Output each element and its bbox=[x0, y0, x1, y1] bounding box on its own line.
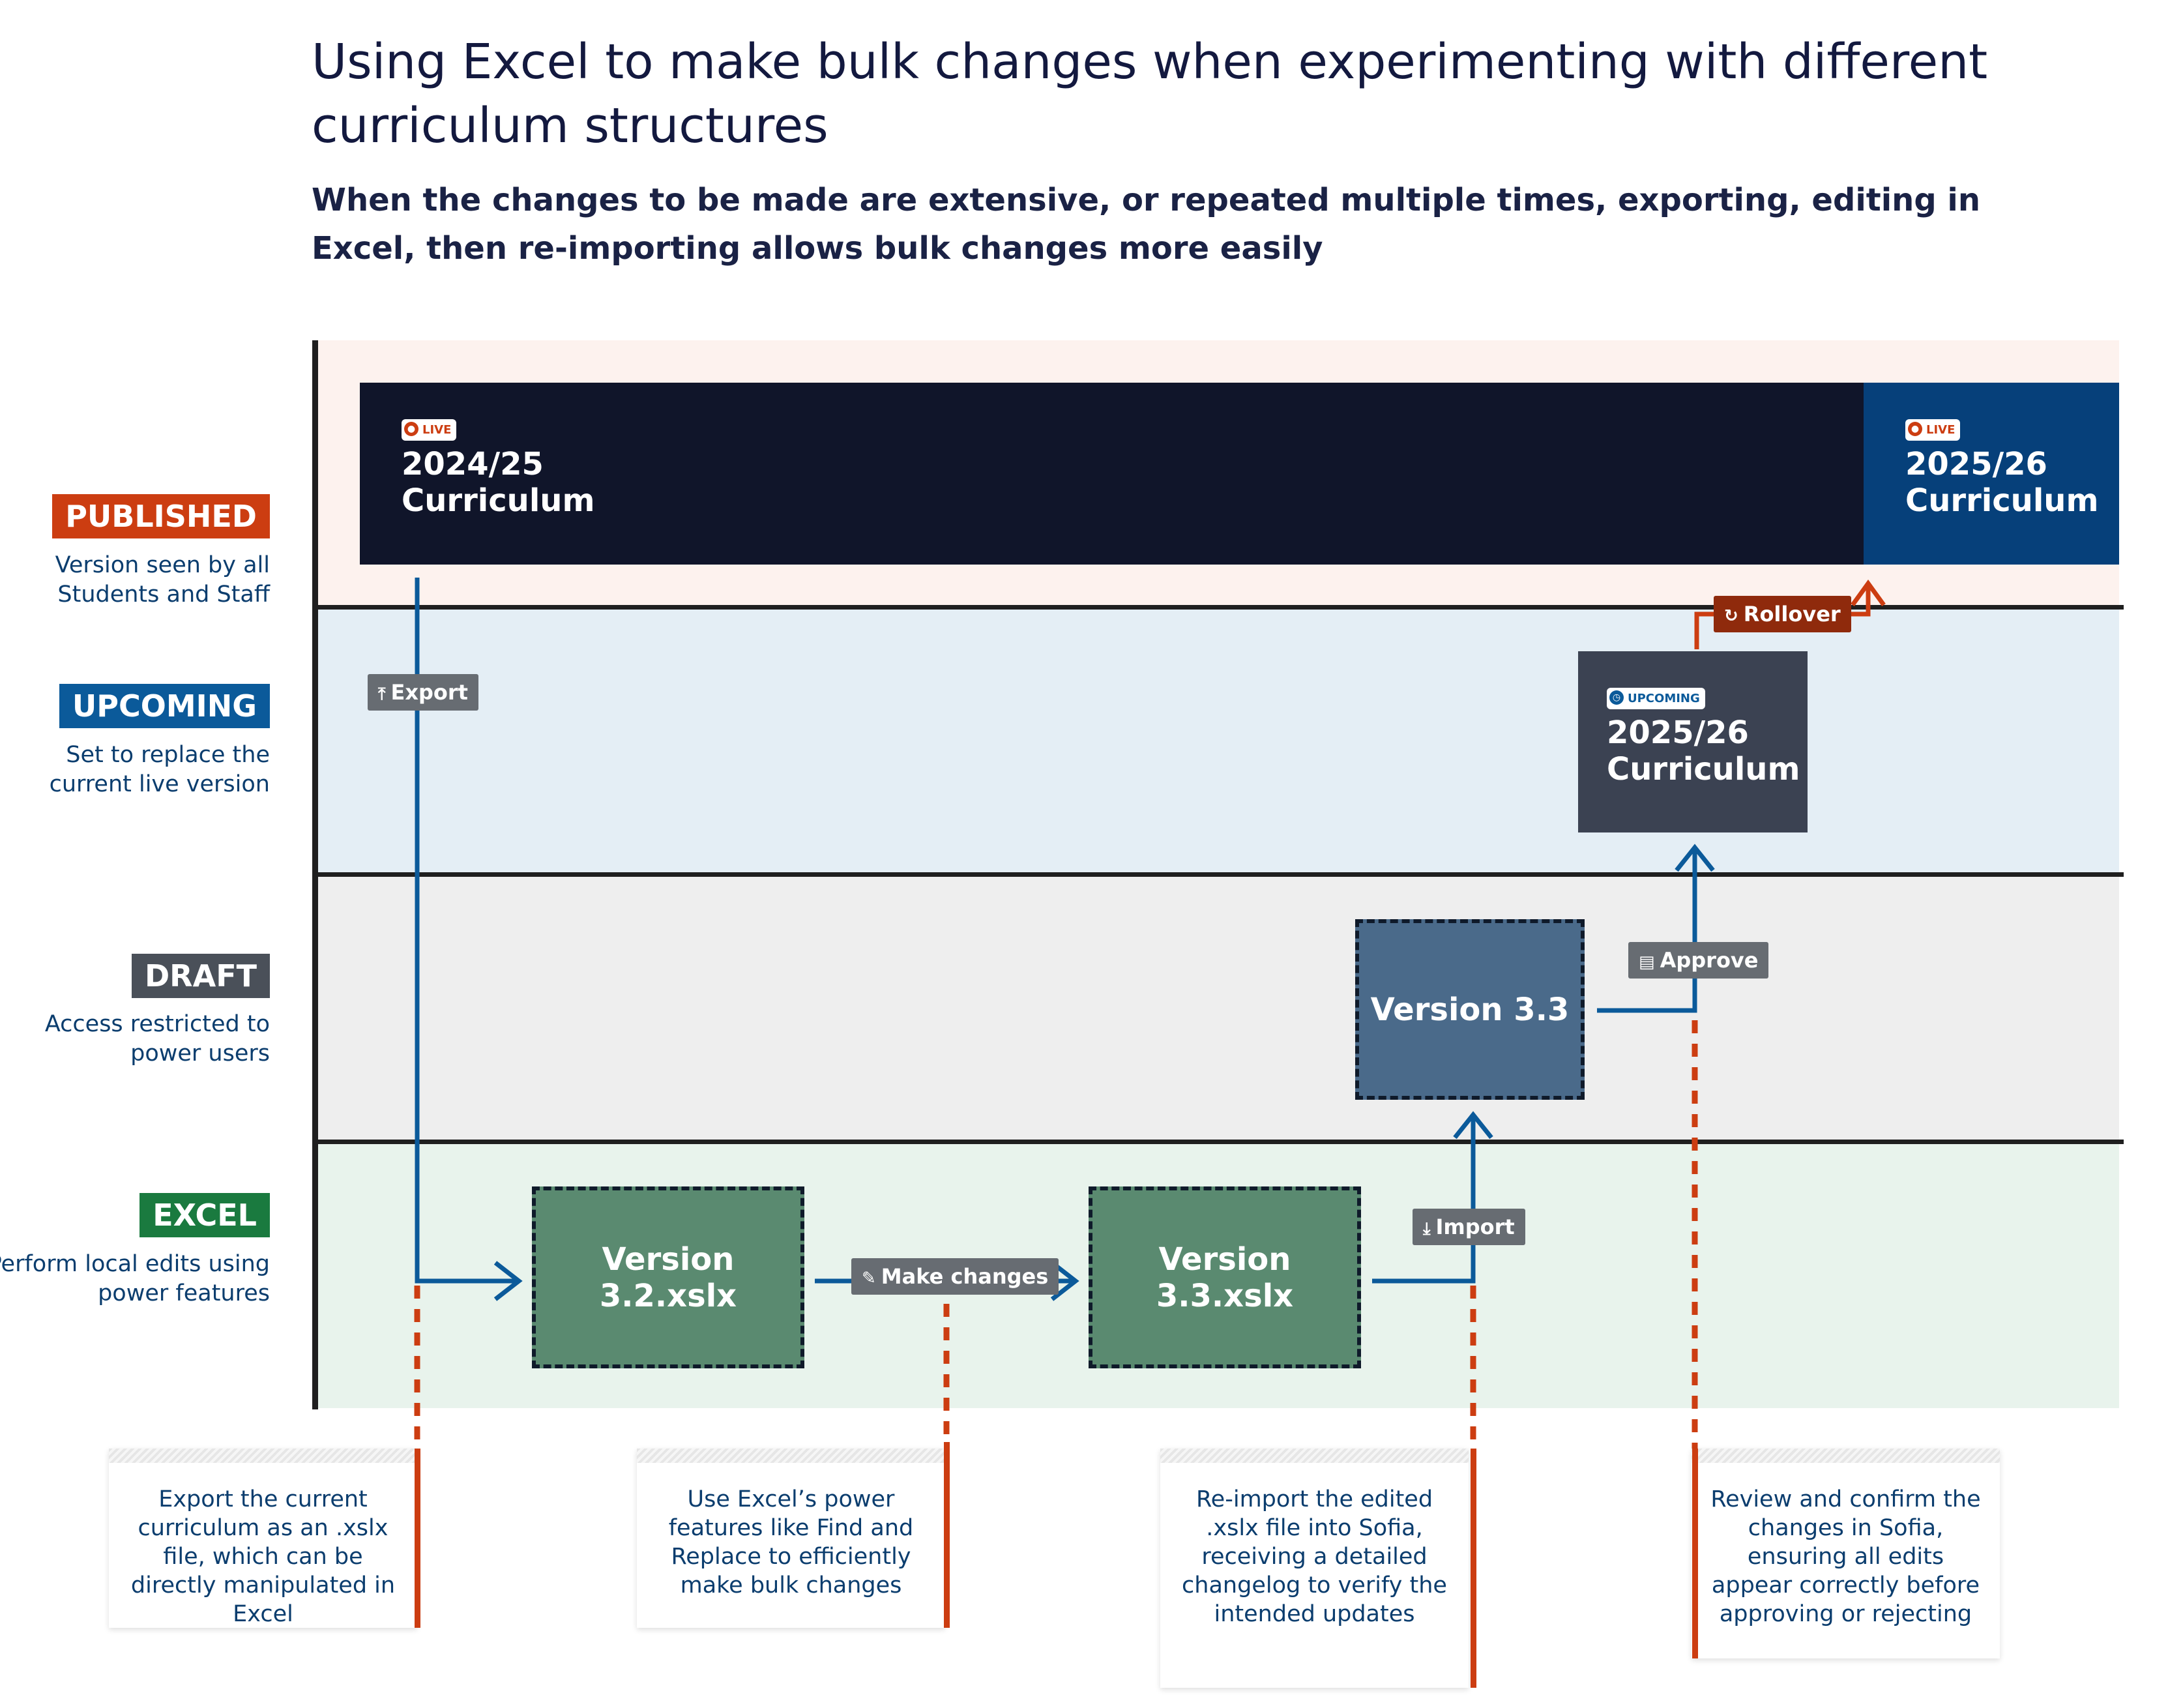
excel-desc: Perform local edits using power features bbox=[0, 1251, 270, 1306]
block-label: Curriculum bbox=[1607, 751, 1800, 788]
refresh-icon: ↻ bbox=[1724, 606, 1738, 626]
make-changes-arrowhead bbox=[1050, 1261, 1079, 1301]
block-label: Curriculum bbox=[402, 482, 595, 519]
block-year: 2024/25 bbox=[402, 446, 544, 482]
download-icon: ⤓ bbox=[1423, 1219, 1431, 1239]
note-accent bbox=[1471, 1449, 1476, 1688]
page-title: Using Excel to make bulk changes when ex… bbox=[312, 34, 1988, 154]
live-badge: ●LIVE bbox=[1905, 419, 1961, 441]
upload-icon: ⤒ bbox=[378, 685, 386, 704]
draft-tag: DRAFT bbox=[131, 954, 270, 998]
export-arrowhead bbox=[493, 1261, 523, 1301]
curriculum-2024-25-live[interactable]: ●LIVE 2024/25 Curriculum bbox=[360, 383, 1864, 565]
upcoming-desc: Set to replace the current live version bbox=[49, 742, 270, 797]
block-label: Curriculum bbox=[1905, 482, 2099, 519]
note-make-changes: Use Excel’s power features like Find and… bbox=[637, 1449, 945, 1628]
rollover-arrowhead bbox=[1851, 580, 1886, 607]
lane-divider bbox=[315, 605, 2124, 610]
clock-icon: ◷ bbox=[1609, 690, 1624, 705]
published-tag: PUBLISHED bbox=[52, 494, 270, 538]
upcoming-lane bbox=[315, 608, 2119, 875]
note-export: Export the current curriculum as an .xsl… bbox=[109, 1449, 417, 1628]
export-chip: ⤒Export bbox=[368, 674, 478, 711]
version-3-3-xlsx[interactable]: Version 3.3.xslx bbox=[1089, 1186, 1361, 1368]
curriculum-2025-26-upcoming[interactable]: ◷UPCOMING 2025/26 Curriculum bbox=[1578, 651, 1808, 832]
note-import: Re-import the edited .xslx file into Sof… bbox=[1160, 1449, 1469, 1688]
approve-arrowhead bbox=[1675, 844, 1715, 872]
note-accent bbox=[415, 1449, 420, 1628]
pencil-icon: ✎ bbox=[862, 1269, 876, 1288]
draft-lane bbox=[315, 875, 2119, 1142]
lane-divider bbox=[315, 872, 2124, 877]
upcoming-badge: ◷UPCOMING bbox=[1607, 688, 1705, 709]
note-accent bbox=[1692, 1449, 1698, 1658]
note-approve: Review and confirm the changes in Sofia,… bbox=[1692, 1449, 2000, 1658]
live-icon: ● bbox=[404, 422, 418, 436]
lane-axis bbox=[312, 340, 318, 1409]
export-connector bbox=[415, 578, 519, 1284]
version-3-3-draft[interactable]: Version 3.3 bbox=[1355, 919, 1585, 1100]
block-year: 2025/26 bbox=[1905, 446, 2047, 482]
upcoming-tag: UPCOMING bbox=[59, 684, 270, 728]
version-3-2-xlsx[interactable]: Version 3.2.xslx bbox=[532, 1186, 804, 1368]
draft-desc: Access restricted to power users bbox=[44, 1011, 270, 1067]
lane-divider bbox=[315, 1140, 2124, 1144]
import-connector bbox=[1372, 1115, 1476, 1284]
published-desc: Version seen by all Students and Staff bbox=[55, 552, 270, 608]
approve-connector bbox=[1597, 847, 1697, 1013]
rollover-chip: ↻Rollover bbox=[1714, 596, 1851, 632]
make-changes-chip: ✎Make changes bbox=[851, 1258, 1059, 1295]
document-icon: ▤ bbox=[1639, 952, 1655, 972]
import-chip: ⤓Import bbox=[1413, 1209, 1525, 1245]
page-subtitle: When the changes to be made are extensiv… bbox=[312, 182, 1981, 267]
live-icon: ● bbox=[1908, 422, 1922, 436]
excel-tag: EXCEL bbox=[139, 1193, 270, 1237]
approve-chip: ▤Approve bbox=[1628, 942, 1769, 979]
import-arrowhead bbox=[1453, 1111, 1493, 1140]
block-year: 2025/26 bbox=[1607, 714, 1749, 751]
live-badge: ●LIVE bbox=[402, 419, 457, 441]
curriculum-2025-26-live[interactable]: ●LIVE 2025/26 Curriculum bbox=[1864, 383, 2119, 565]
note-accent bbox=[944, 1442, 950, 1628]
